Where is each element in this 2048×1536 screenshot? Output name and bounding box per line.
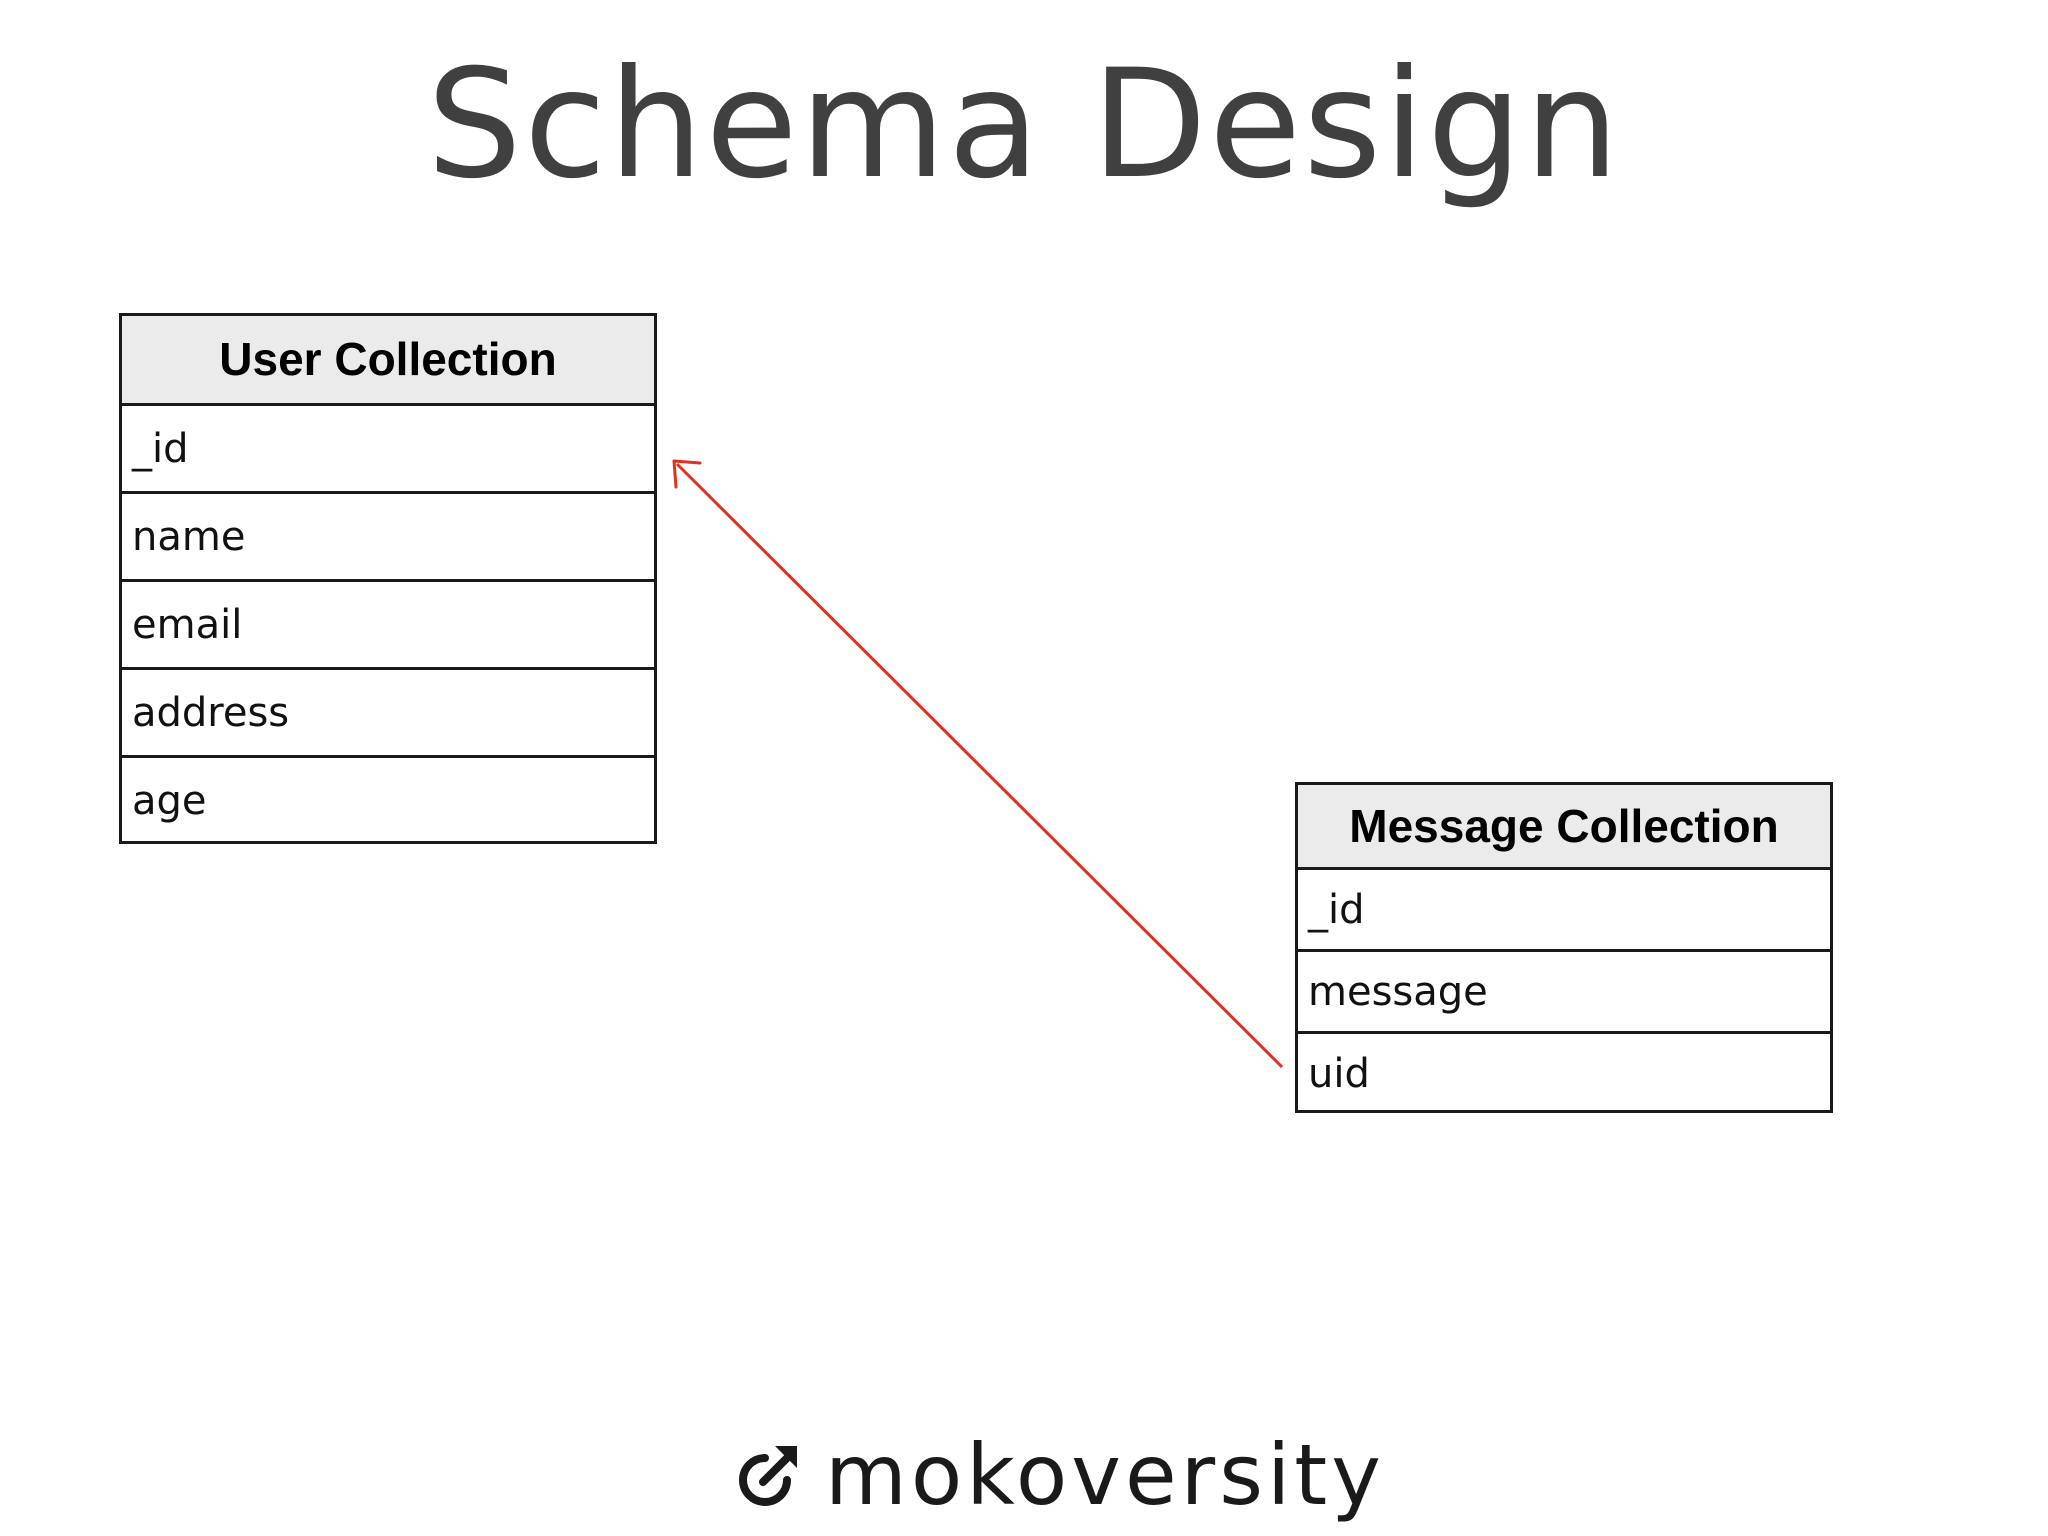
relation-line — [675, 462, 1284, 1069]
arrow-circle-icon — [739, 1446, 797, 1506]
arrowhead-icon — [672, 459, 702, 489]
message-field-id: _id — [1298, 870, 1830, 952]
user-field-address: address — [122, 670, 654, 758]
user-field-name: name — [122, 494, 654, 582]
user-collection-header: User Collection — [122, 316, 654, 406]
message-collection-header: Message Collection — [1298, 785, 1830, 870]
user-collection-table: User Collection _id name email address a… — [119, 313, 657, 844]
message-field-uid: uid — [1308, 1051, 1370, 1097]
user-field-email: email — [122, 582, 654, 670]
message-field-message: message — [1298, 952, 1830, 1034]
logo-text: mokoversity — [825, 1426, 1385, 1524]
user-field-age: age — [132, 778, 207, 824]
user-field-id: _id — [122, 406, 654, 494]
slide-title: Schema Design — [426, 38, 1622, 212]
mokoversity-logo: mokoversity — [735, 1425, 1385, 1525]
message-collection-table: Message Collection _id message uid — [1295, 782, 1833, 1113]
